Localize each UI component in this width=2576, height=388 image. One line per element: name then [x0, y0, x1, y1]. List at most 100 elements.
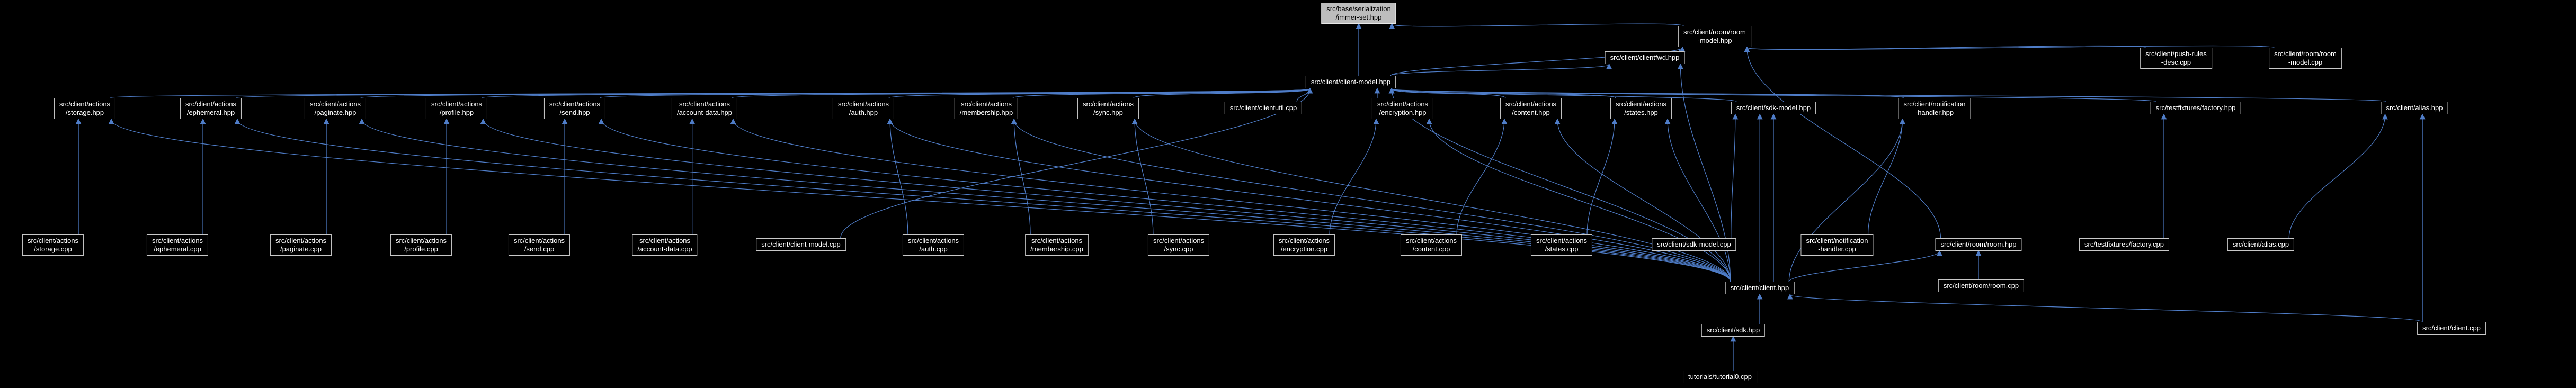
graph-node-room-model-hpp[interactable]: src/client/room/room-model.hpp	[1678, 26, 1751, 47]
graph-node-label: src/client/alias.hpp	[2386, 104, 2443, 112]
graph-node-label: /sync.hpp	[1093, 109, 1123, 116]
graph-node-room-cpp[interactable]: src/client/room/room.cpp	[1938, 279, 2025, 292]
graph-edge-client-hpp--paginate-hpp	[359, 118, 1731, 282]
graph-edge-room-model-hpp--immer-set-hpp	[1389, 23, 1684, 29]
graph-node-label: /encryption.cpp	[1280, 245, 1328, 253]
graph-node-encryption-cpp[interactable]: src/client/actions/encryption.cpp	[1273, 234, 1335, 256]
graph-edge-client-hpp--membership-hpp	[1011, 118, 1731, 282]
graph-node-states-hpp[interactable]: src/client/actions/states.hpp	[1610, 98, 1672, 119]
graph-node-label: src/client/actions	[431, 100, 483, 108]
graph-node-label: src/client/actions	[27, 237, 79, 245]
graph-node-label: src/client/actions	[837, 100, 889, 108]
graph-edge-sync-cpp--sync-hpp	[1131, 118, 1154, 235]
graph-edge-client-cpp--client-hpp	[1787, 293, 2423, 322]
graph-node-paginate-cpp[interactable]: src/client/actions/paginate.cpp	[270, 234, 332, 256]
graph-edge-membership-cpp--membership-hpp	[1011, 118, 1031, 235]
graph-node-label: -model.cpp	[2288, 58, 2323, 66]
graph-node-label: src/client/alias.cpp	[2232, 240, 2289, 248]
graph-edge-alias-hpp--client-model-hpp	[1389, 87, 2387, 102]
graph-edge-sync-hpp--client-model-hpp	[1133, 87, 1313, 98]
graph-node-sync-hpp[interactable]: src/client/actions/sync.hpp	[1077, 98, 1139, 119]
graph-node-client-model-cpp[interactable]: src/client/client-model.cpp	[756, 238, 846, 251]
graph-node-clientutil-cpp[interactable]: src/client/clientutil.cpp	[1224, 102, 1303, 114]
graph-node-label: src/client/actions	[1377, 100, 1429, 108]
graph-node-client-hpp[interactable]: src/client/client.hpp	[1725, 282, 1795, 294]
graph-node-room-model-cpp[interactable]: src/client/room/room-model.cpp	[2269, 48, 2342, 69]
graph-node-factory-cpp[interactable]: src/testfixtures/factory.cpp	[2079, 238, 2170, 251]
graph-node-label: /paginate.cpp	[280, 245, 322, 253]
graph-node-paginate-hpp[interactable]: src/client/actions/paginate.hpp	[304, 98, 367, 119]
graph-node-sync-cpp[interactable]: src/client/actions/sync.cpp	[1147, 234, 1210, 256]
graph-node-tutorial0-cpp[interactable]: tutorials/tutorial0.cpp	[1683, 371, 1757, 383]
graph-node-client-cpp[interactable]: src/client/client.cpp	[2417, 322, 2486, 335]
graph-node-client-model-hpp[interactable]: src/client/client-model.hpp	[1305, 76, 1396, 88]
graph-node-label: src/testfixtures/factory.hpp	[2155, 104, 2236, 112]
graph-node-label: src/client/clientutil.cpp	[1229, 104, 1297, 112]
graph-edge-sdk-model-cpp--sdk-model-hpp	[1731, 113, 1739, 239]
graph-node-label: src/client/actions	[960, 100, 1012, 108]
graph-node-label: src/client/actions	[679, 100, 730, 108]
graph-node-send-cpp[interactable]: src/client/actions/send.cpp	[508, 234, 571, 256]
graph-node-account-data-cpp[interactable]: src/client/actions/account-data.cpp	[632, 234, 698, 256]
graph-node-label: -desc.cpp	[2161, 58, 2191, 66]
graph-node-label: src/client/actions	[907, 237, 959, 245]
graph-node-encryption-hpp[interactable]: src/client/actions/encryption.hpp	[1371, 98, 1434, 119]
graph-node-label: src/client/room/room	[2274, 50, 2337, 58]
graph-node-storage-hpp[interactable]: src/client/actions/storage.hpp	[54, 98, 116, 119]
graph-node-label: /states.hpp	[1624, 109, 1658, 116]
graph-node-label: src/client/room/room.cpp	[1943, 282, 2019, 290]
graph-node-profile-hpp[interactable]: src/client/actions/profile.hpp	[425, 98, 488, 119]
graph-node-label: /membership.cpp	[1030, 245, 1083, 253]
graph-node-label: src/client/actions	[185, 100, 237, 108]
graph-node-membership-cpp[interactable]: src/client/actions/membership.cpp	[1025, 234, 1089, 256]
graph-node-auth-hpp[interactable]: src/client/actions/auth.hpp	[832, 98, 895, 119]
graph-node-label: /ephemeral.cpp	[154, 245, 201, 253]
graph-node-content-hpp[interactable]: src/client/actions/content.hpp	[1500, 98, 1562, 119]
graph-node-label: src/client/client-model.hpp	[1311, 78, 1391, 86]
graph-node-label: /states.cpp	[1545, 245, 1579, 253]
graph-node-room-hpp[interactable]: src/client/room/room.hpp	[1935, 238, 2022, 251]
graph-node-send-hpp[interactable]: src/client/actions/send.hpp	[543, 98, 606, 119]
graph-node-label: src/client/actions	[309, 100, 361, 108]
graph-node-ephemeral-hpp[interactable]: src/client/actions/ephemeral.hpp	[180, 98, 242, 119]
graph-node-clientfwd-hpp[interactable]: src/client/clientfwd.hpp	[1605, 51, 1685, 64]
graph-node-profile-cpp[interactable]: src/client/actions/profile.cpp	[390, 234, 452, 256]
graph-node-notification-handler-hpp[interactable]: src/client/notification-handler.hpp	[1898, 98, 1971, 119]
graph-node-storage-cpp[interactable]: src/client/actions/storage.cpp	[22, 234, 84, 256]
graph-node-label: /profile.hpp	[439, 109, 474, 116]
graph-node-label: src/client/room/room.hpp	[1940, 240, 2017, 248]
graph-edge-client-hpp--storage-hpp	[108, 118, 1731, 282]
graph-node-label: -handler.cpp	[1818, 245, 1856, 253]
graph-node-label: -handler.hpp	[1915, 109, 1954, 116]
graph-node-immer-set-hpp[interactable]: src/base/serialization/immer-set.hpp	[1321, 3, 1396, 24]
graph-node-alias-hpp[interactable]: src/client/alias.hpp	[2381, 102, 2448, 114]
graph-node-ephemeral-cpp[interactable]: src/client/actions/ephemeral.cpp	[146, 234, 209, 256]
graph-node-notification-handler-cpp[interactable]: src/client/notification-handler.cpp	[1800, 234, 1874, 256]
graph-node-label: src/client/client.cpp	[2422, 324, 2481, 332]
graph-node-label: src/base/serialization	[1326, 5, 1391, 13]
graph-edge-content-hpp--client-model-hpp	[1388, 87, 1506, 98]
graph-node-label: src/client/actions	[1153, 237, 1205, 245]
graph-node-label: /send.cpp	[524, 245, 555, 253]
graph-node-factory-hpp[interactable]: src/testfixtures/factory.hpp	[2150, 102, 2241, 114]
graph-edge-encryption-cpp--encryption-hpp	[1329, 118, 1379, 235]
graph-node-label: /account-data.cpp	[637, 245, 692, 253]
graph-node-label: src/client/actions	[639, 237, 691, 245]
graph-node-sdk-hpp[interactable]: src/client/sdk.hpp	[1701, 324, 1766, 337]
graph-node-content-cpp[interactable]: src/client/actions/content.cpp	[1400, 234, 1463, 256]
graph-node-account-data-hpp[interactable]: src/client/actions/account-data.hpp	[671, 98, 738, 119]
graph-node-sdk-model-cpp[interactable]: src/client/sdk-model.cpp	[1652, 238, 1736, 251]
graph-node-states-cpp[interactable]: src/client/actions/states.cpp	[1530, 234, 1593, 256]
graph-node-label: /account-data.hpp	[676, 109, 733, 116]
graph-node-sdk-model-hpp[interactable]: src/client/sdk-model.hpp	[1731, 102, 1816, 114]
graph-node-auth-cpp[interactable]: src/client/actions/auth.cpp	[902, 234, 965, 256]
graph-edge-room-model-cpp--room-model-hpp	[1744, 45, 2275, 52]
graph-edge-sdk-model-hpp--client-model-hpp	[1389, 87, 1737, 102]
graph-node-label: src/client/actions	[395, 237, 447, 245]
graph-node-label: src/client/actions	[151, 237, 203, 245]
graph-node-push-rules-desc-cpp[interactable]: src/client/push-rules-desc.cpp	[2140, 48, 2212, 69]
graph-node-label: src/client/actions	[1505, 100, 1557, 108]
graph-node-label: /storage.hpp	[65, 109, 104, 116]
graph-node-alias-cpp[interactable]: src/client/alias.cpp	[2227, 238, 2295, 251]
graph-node-membership-hpp[interactable]: src/client/actions/membership.hpp	[954, 98, 1019, 119]
